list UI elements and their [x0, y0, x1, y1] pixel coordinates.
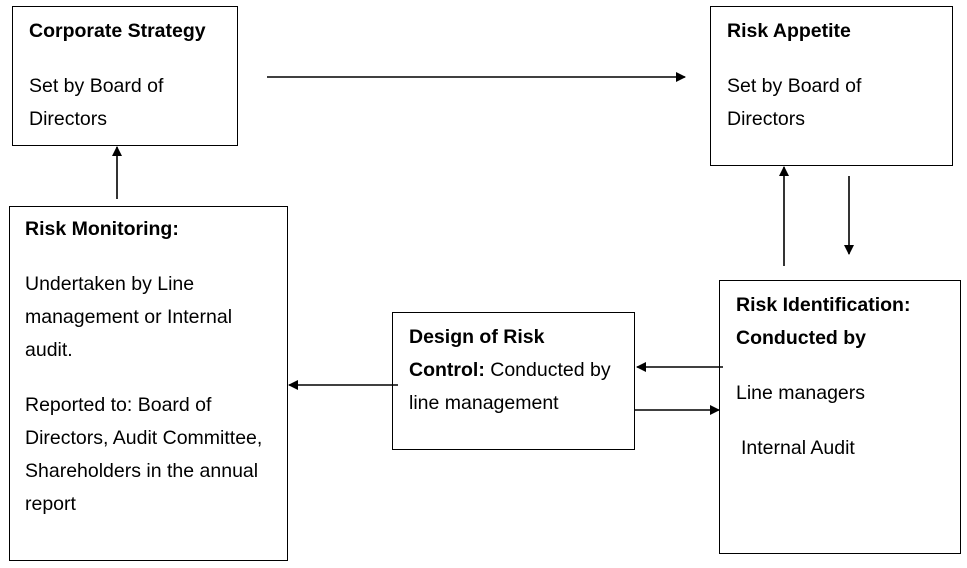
design-of-risk-control-text: Design of Risk Control: Conducted by lin…	[409, 321, 624, 420]
risk-monitoring-undertaken-text: Undertaken by Line management or Interna…	[25, 273, 233, 361]
risk-identification-item-internal-audit: Internal Audit	[741, 437, 855, 459]
design-of-risk-control-box: Design of Risk Control: Conducted by lin…	[392, 312, 635, 450]
risk-appetite-box: Risk Appetite Set by Board of Directors	[710, 6, 953, 166]
risk-identification-title: Risk Identification: Conducted by	[736, 294, 911, 349]
risk-identification-box: Risk Identification: Conducted by Line m…	[719, 280, 961, 554]
corporate-strategy-body: Set by Board of Directors	[29, 75, 164, 130]
design-of-risk-control-body: Conducted by line management	[409, 359, 611, 414]
risk-identification-item-line-managers: Line managers	[736, 382, 865, 404]
risk-appetite-body: Set by Board of Directors	[727, 75, 862, 130]
risk-monitoring-title: Risk Monitoring:	[25, 218, 179, 240]
corporate-strategy-box: Corporate Strategy Set by Board of Direc…	[12, 6, 238, 146]
corporate-strategy-title: Corporate Strategy	[29, 20, 206, 42]
risk-appetite-title: Risk Appetite	[727, 20, 851, 42]
risk-monitoring-box: Risk Monitoring: Undertaken by Line mana…	[9, 206, 288, 561]
risk-monitoring-reported-text: Reported to: Board of Directors, Audit C…	[25, 394, 263, 515]
design-of-risk-control-title: Design of Risk Control:	[409, 326, 545, 381]
